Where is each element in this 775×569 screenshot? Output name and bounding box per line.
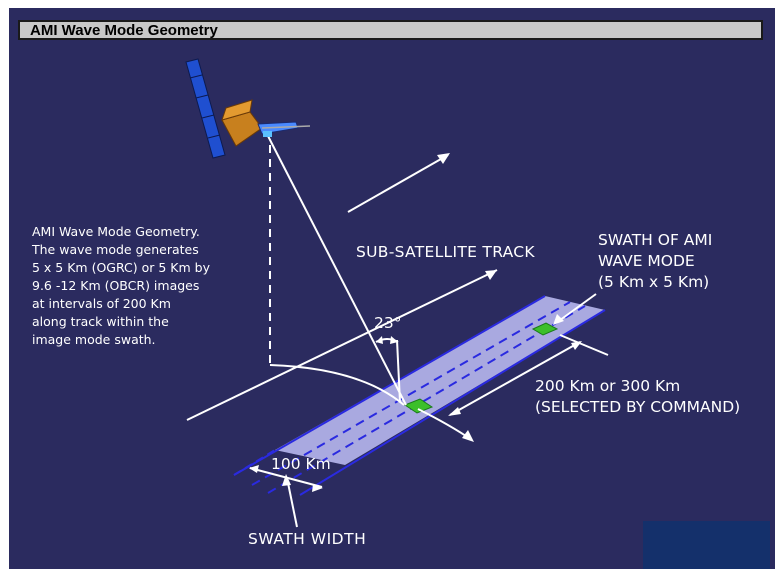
solar-panel-seam-1 (189, 74, 203, 79)
diagram-canvas (9, 8, 775, 569)
description-line: 9.6 -12 Km (OBCR) images (32, 278, 200, 293)
image-mode-swath (275, 296, 605, 465)
wave-cell-far (531, 322, 559, 336)
swath-edge-left-ext (233, 449, 276, 476)
title-bar: AMI Wave Mode Geometry (18, 20, 763, 40)
sensor-head-icon (263, 131, 272, 137)
solar-panel-icon (185, 58, 226, 159)
angle-arrow-left (376, 336, 383, 344)
solar-panel-seam-3 (201, 114, 215, 119)
track-arrowhead (485, 270, 497, 280)
interval-distance-label: 200 Km or 300 Km (535, 377, 681, 395)
description-line: AMI Wave Mode Geometry. (32, 224, 200, 239)
description-line: 5 x 5 Km (OGRC) or 5 Km by (32, 260, 210, 275)
antenna-mast (261, 125, 311, 129)
flight-direction-arrow (347, 154, 449, 213)
description-line: at intervals of 200 Km (32, 296, 171, 311)
wave-cell-pointer (555, 293, 597, 324)
ground-arc (269, 364, 405, 406)
description-line: The wave mode generates (32, 242, 199, 257)
swath-center-dash-1 (251, 301, 571, 486)
incidence-angle-label: 23° (374, 314, 402, 332)
flight-arrowhead (437, 153, 450, 164)
angle-arrow-right (390, 336, 398, 344)
cross-track-arrowhead (462, 430, 474, 442)
wave-mode-label: WAVE MODE (598, 252, 695, 270)
description-line: along track within the (32, 314, 169, 329)
swath-km-label: 100 Km (271, 455, 331, 473)
swath-width-pointer-head (282, 474, 291, 486)
corner-patch (643, 521, 770, 569)
distance-extension (559, 334, 609, 356)
swath-edge-right (299, 309, 606, 496)
wave-cell-pointer-head (553, 314, 564, 325)
distance-dimension (449, 341, 581, 416)
angle-reference-line (396, 339, 401, 403)
distance-arrow-start (448, 407, 461, 416)
swath-edge-left (233, 295, 546, 476)
solar-panel-seam-4 (207, 134, 221, 139)
swath-width-label: SWATH WIDTH (248, 530, 367, 548)
swath-width-arrow-b (312, 484, 323, 492)
sub-satellite-track-label: SUB-SATELLITE TRACK (356, 243, 535, 261)
description-line: image mode swath. (32, 332, 156, 347)
satellite-icon (185, 58, 311, 159)
swath-of-ami-label: SWATH OF AMI (598, 231, 713, 249)
page-title: AMI Wave Mode Geometry (30, 21, 218, 39)
selected-by-command-label: (SELECTED BY COMMAND) (535, 398, 741, 416)
sub-satellite-track-line (186, 269, 498, 421)
cross-track-arrow (417, 408, 473, 441)
wave-mode-size-label: (5 Km x 5 Km) (598, 273, 710, 291)
beam-line (267, 135, 407, 406)
satellite-body-top (221, 99, 253, 121)
swath-width-pointer (286, 477, 298, 528)
solar-panel-seam-2 (195, 94, 209, 99)
swath-center-dash-2 (267, 305, 586, 494)
wave-cell-near (403, 398, 434, 414)
swath-width-arrow-a (249, 465, 259, 473)
description-text: AMI Wave Mode Geometry. The wave mode ge… (32, 223, 272, 349)
